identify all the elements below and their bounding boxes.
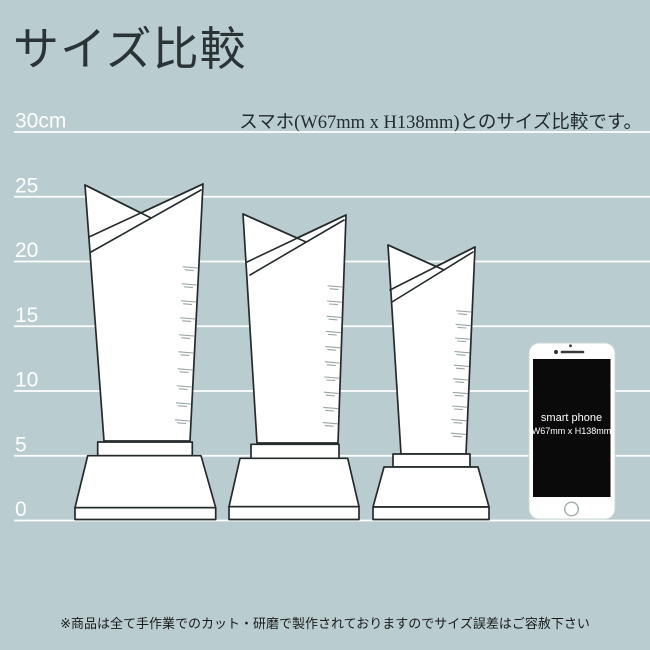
axis-label-0: 0 bbox=[15, 498, 27, 521]
facet-mark bbox=[451, 405, 468, 411]
page-title: サイズ比較 bbox=[13, 24, 247, 75]
camera-icon bbox=[553, 349, 559, 355]
facet-mark bbox=[182, 266, 198, 271]
trophy-large bbox=[74, 183, 217, 521]
facet-mark bbox=[181, 283, 197, 288]
facet-mark bbox=[322, 422, 338, 427]
axis-label-25: 25 bbox=[15, 174, 38, 197]
phone-dimensions-label: W67mm x H138mm bbox=[532, 426, 612, 436]
smartphone: smart phone W67mm x H138mm bbox=[528, 342, 616, 520]
facet-mark bbox=[454, 337, 471, 343]
facet-mark bbox=[324, 361, 340, 366]
facet-mark bbox=[453, 378, 469, 383]
axis-label-15: 15 bbox=[15, 304, 38, 327]
facet-mark bbox=[324, 376, 340, 382]
facet-mark bbox=[178, 351, 194, 356]
facet-mark bbox=[180, 317, 196, 322]
trophy-small bbox=[372, 244, 490, 521]
facet-marks-layer bbox=[174, 266, 472, 438]
sensor-dot-icon bbox=[569, 344, 572, 348]
facet-mark bbox=[179, 334, 195, 339]
facet-mark bbox=[323, 391, 339, 397]
facet-mark bbox=[454, 351, 470, 356]
facet-mark bbox=[450, 432, 466, 438]
facet-mark bbox=[325, 346, 341, 351]
facet-mark bbox=[327, 285, 343, 290]
axis-label-10: 10 bbox=[15, 369, 38, 392]
facet-mark bbox=[323, 406, 339, 412]
home-button-icon bbox=[564, 501, 580, 517]
trophy-medium bbox=[228, 213, 360, 521]
axis-label-20: 20 bbox=[15, 239, 38, 262]
facet-mark bbox=[175, 402, 191, 407]
facet-mark bbox=[326, 300, 342, 306]
facet-mark bbox=[180, 300, 197, 305]
facet-mark bbox=[452, 391, 468, 397]
facet-mark bbox=[176, 385, 192, 390]
comparison-note: スマホ(W67mm x H138mm)とのサイズ比較です。 bbox=[239, 113, 642, 133]
phone-screen bbox=[533, 359, 611, 497]
phone-label: smart phone bbox=[541, 412, 602, 424]
facet-mark bbox=[451, 419, 467, 424]
facet-mark bbox=[326, 315, 342, 321]
axis-label-30: 30cm bbox=[15, 110, 66, 133]
facet-mark bbox=[456, 310, 472, 315]
facet-mark bbox=[455, 323, 471, 329]
facet-mark bbox=[325, 330, 341, 336]
disclaimer-note: ※商品は全て手作業でのカット・研磨で製作されておりますのでサイズ誤差はご容赦下さ… bbox=[60, 616, 590, 631]
axis-label-5: 5 bbox=[15, 433, 27, 456]
facet-mark bbox=[177, 368, 193, 373]
facet-mark bbox=[453, 364, 469, 370]
facet-mark bbox=[174, 419, 191, 424]
